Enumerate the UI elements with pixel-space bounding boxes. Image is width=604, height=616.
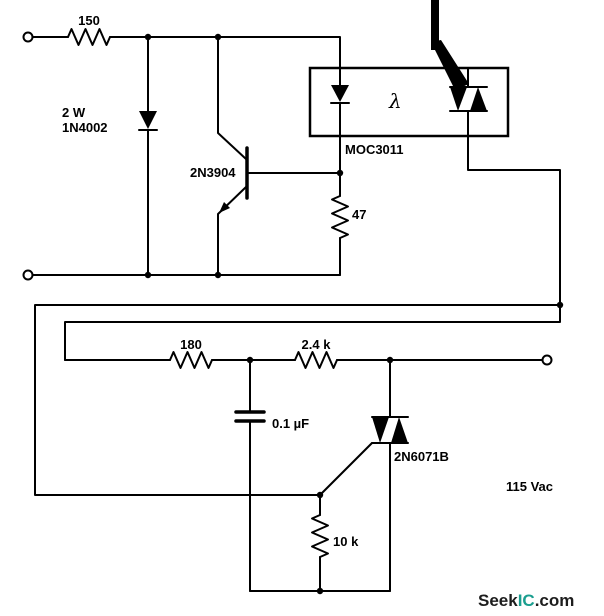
label-resistor-180: 180 — [180, 337, 202, 352]
diode-1n4002-symbol — [139, 111, 157, 129]
transistor-emitter-wire — [217, 186, 247, 276]
junction-dot — [214, 33, 222, 41]
resistor-180-symbol — [169, 351, 213, 369]
opto-led-symbol — [331, 85, 349, 102]
junction-dot — [556, 301, 564, 309]
junction-dot — [144, 33, 152, 41]
label-resistor-150: 150 — [78, 13, 100, 28]
scan-artifact-streak — [431, 0, 439, 50]
scan-artifact-smear — [431, 40, 469, 90]
label-diode-part: 1N4002 — [62, 120, 108, 135]
junction-dot — [316, 491, 324, 499]
wire-gate-return-rail — [34, 304, 561, 496]
opto-triac-triangle-right — [470, 87, 487, 111]
label-resistor-2k4: 2.4 k — [302, 337, 332, 352]
watermark-seek: Seek — [478, 591, 518, 610]
optocoupler-outline — [308, 66, 510, 138]
junction-dot — [316, 587, 324, 595]
resistor-10k-symbol — [311, 514, 329, 558]
label-transistor: 2N3904 — [190, 165, 236, 180]
label-photon-lambda: λ — [388, 89, 402, 113]
label-resistor-10k: 10 k — [333, 534, 359, 549]
junction-dot — [246, 356, 254, 364]
junction-dot — [214, 271, 222, 279]
label-capacitor: 0.1 µF — [272, 416, 309, 431]
watermark-seekic: SeekIC.com — [478, 591, 574, 610]
triac-triangle-right — [391, 417, 408, 443]
label-optocoupler: MOC3011 — [345, 142, 404, 157]
junction-dot — [386, 356, 394, 364]
wire-triac-gate — [319, 442, 373, 496]
transistor-collector-wire — [217, 36, 247, 160]
resistor-150-symbol — [67, 28, 111, 46]
triac-triangle-left — [372, 417, 389, 443]
label-ac-line: 115 Vac — [506, 479, 553, 494]
watermark-ic: IC — [518, 591, 535, 610]
resistor-2k4-symbol — [294, 351, 338, 369]
junction-dot — [144, 271, 152, 279]
watermark-com: .com — [535, 591, 575, 610]
output-terminal — [541, 354, 553, 366]
wire-opto-output-rail — [64, 135, 561, 361]
wire-top-rail — [109, 36, 341, 69]
label-diode-rating: 2 W — [62, 105, 86, 120]
label-triac: 2N6071B — [394, 449, 449, 464]
opto-triac-triangle-left — [450, 87, 467, 111]
input-terminal-bottom — [22, 269, 34, 281]
transistor-emitter-arrow — [219, 202, 230, 213]
input-terminal-top — [22, 31, 34, 43]
label-resistor-47: 47 — [352, 207, 366, 222]
junction-dot — [336, 169, 344, 177]
resistor-47-symbol — [331, 195, 349, 239]
